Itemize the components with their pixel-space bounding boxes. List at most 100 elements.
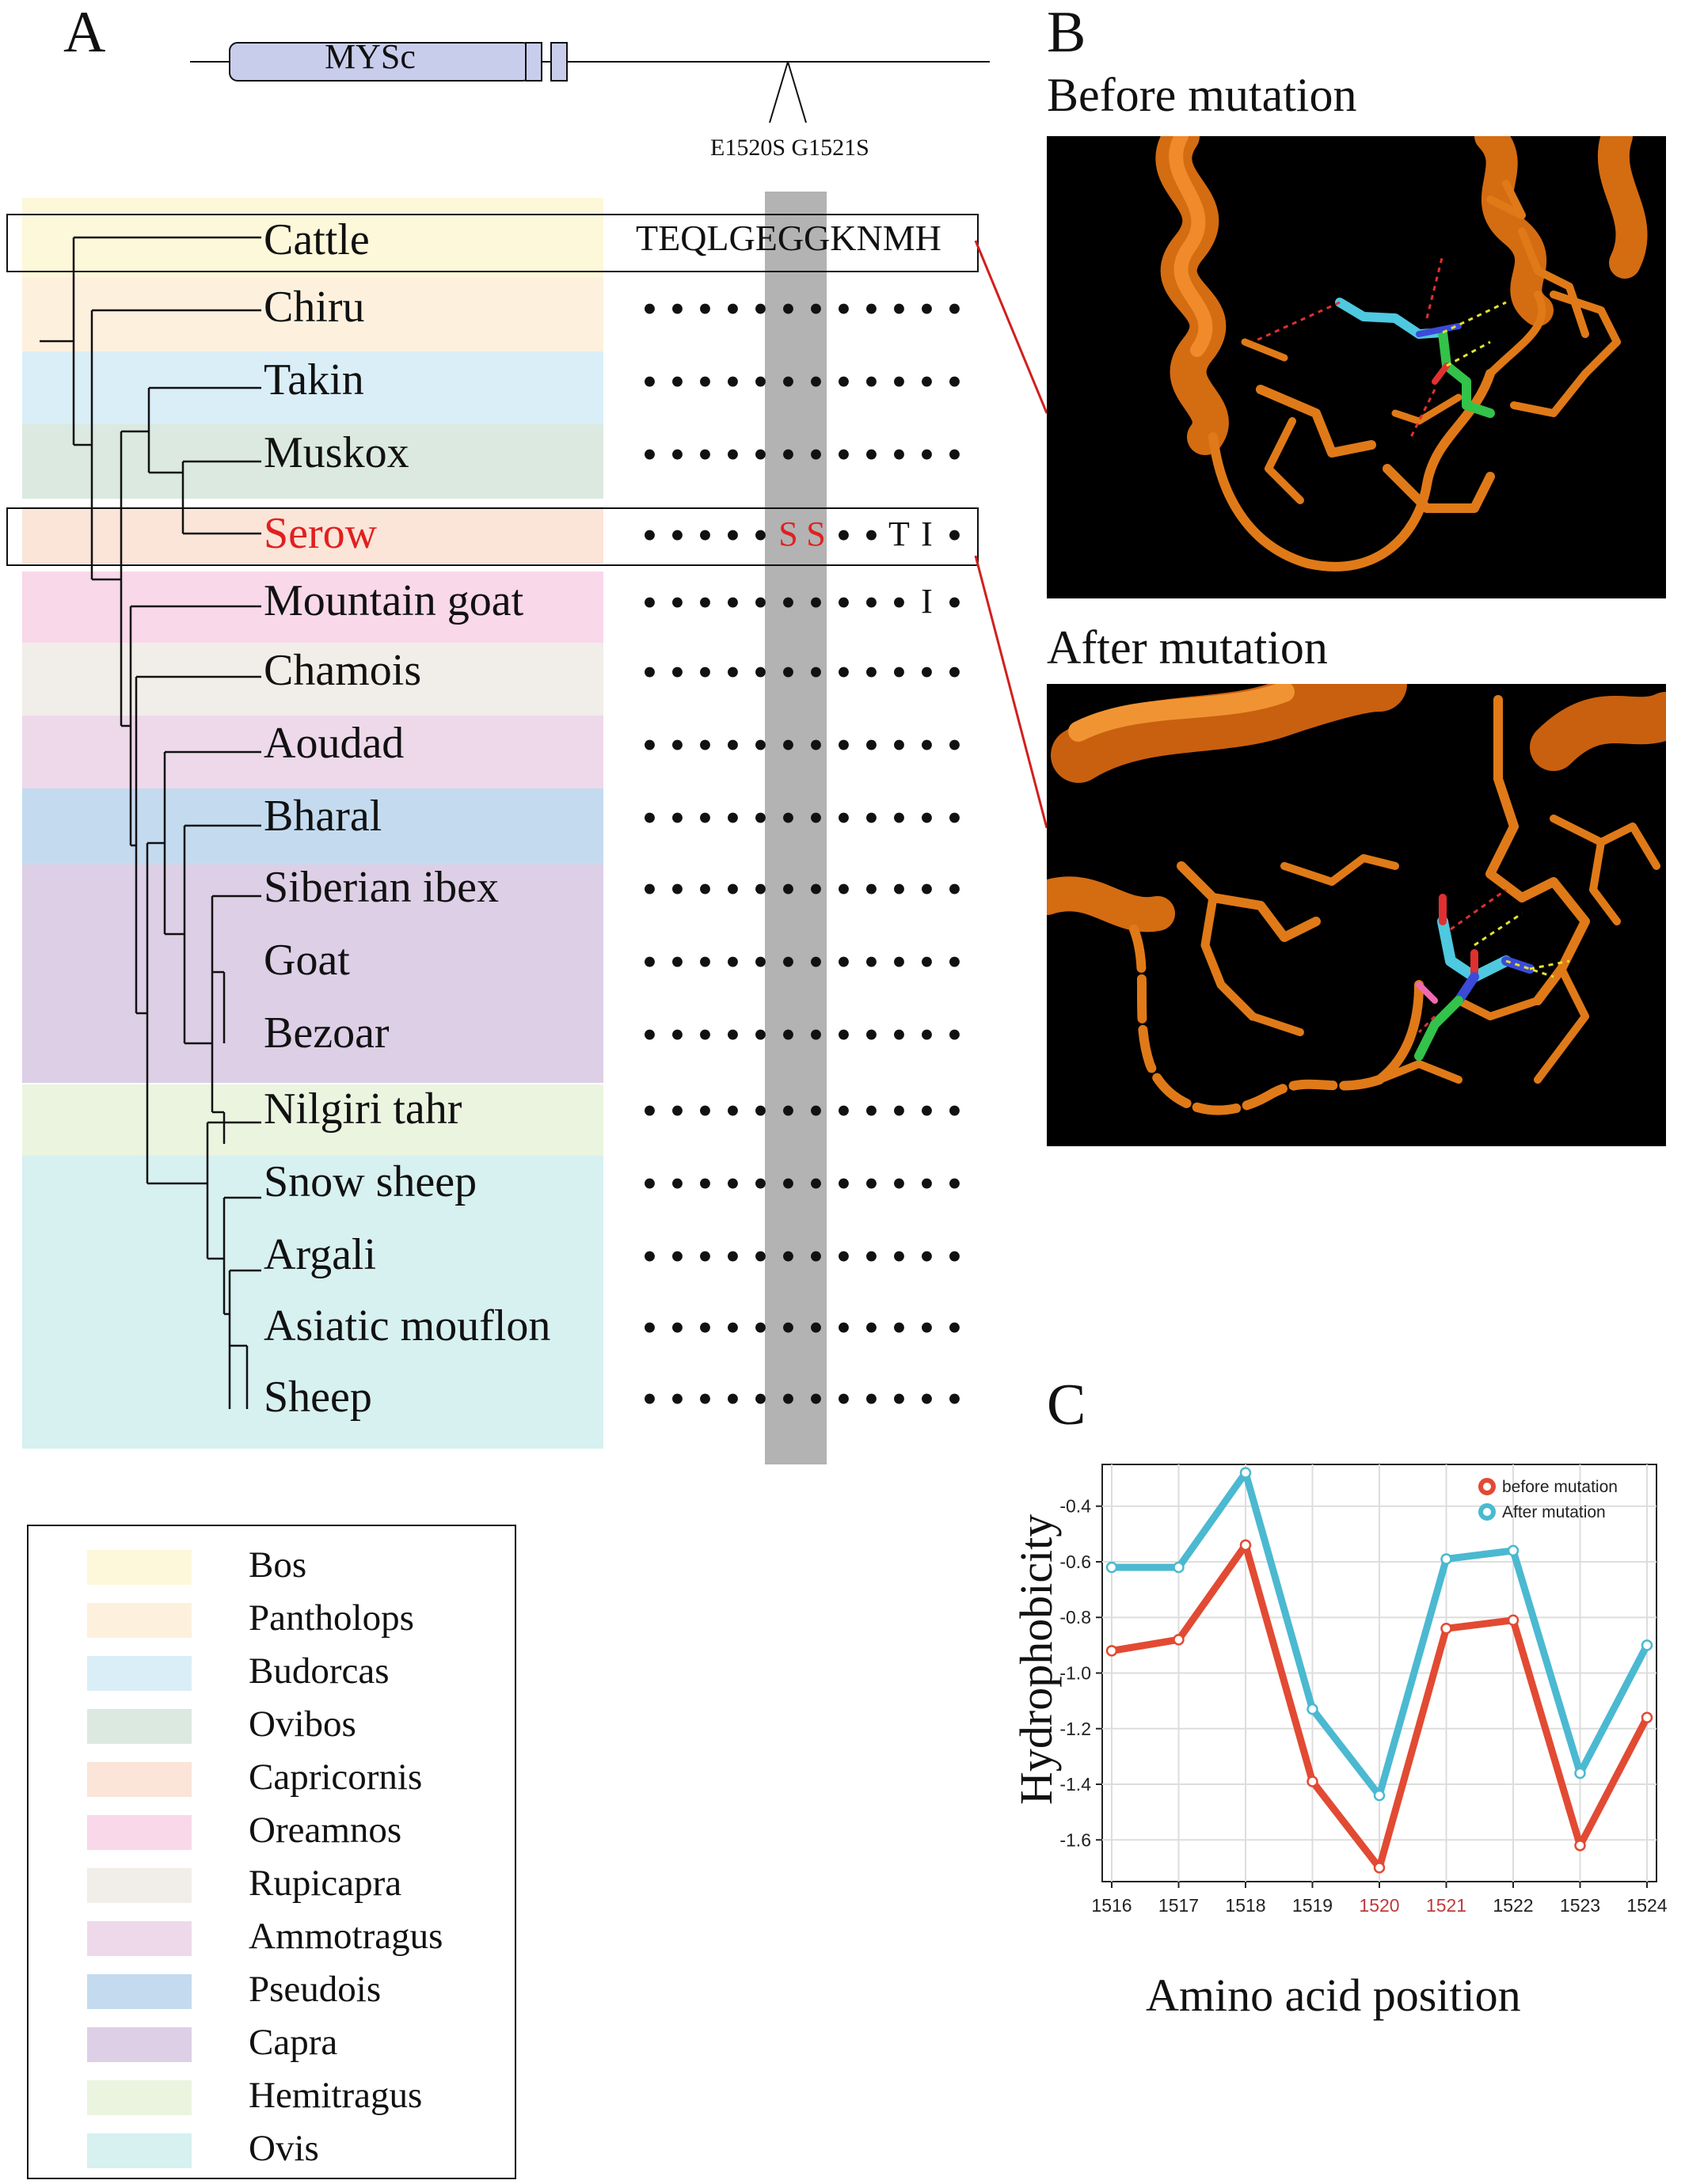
conserved-dot: • <box>670 1375 685 1422</box>
conserved-dot: • <box>725 648 740 696</box>
x-tick-label: 1519 <box>1292 1895 1333 1916</box>
clade-band <box>22 351 603 424</box>
legend-swatch <box>87 1550 192 1585</box>
conserved-dot: • <box>919 285 934 332</box>
conserved-dot: • <box>642 938 657 986</box>
conserved-dot: • <box>698 1304 713 1351</box>
conserved-dot: • <box>781 1011 796 1058</box>
conserved-dot: • <box>670 1233 685 1280</box>
alignment-row: •••••••••••• <box>636 1162 968 1205</box>
alignment-row: •••••••••••• <box>636 868 968 910</box>
y-tick-label: -0.4 <box>1059 1496 1091 1517</box>
conserved-dot: • <box>670 358 685 405</box>
conserved-dot: • <box>781 1375 796 1422</box>
mutation-label: E1520S G1521S <box>710 135 869 161</box>
clade-band <box>22 277 603 351</box>
alignment-row: •••••••••••• <box>636 1013 968 1056</box>
conserved-dot: • <box>947 1375 962 1422</box>
conserved-dot: • <box>642 431 657 478</box>
conserved-dot: • <box>947 938 962 986</box>
legend-swatch <box>87 1815 192 1850</box>
conserved-dot: • <box>725 865 740 913</box>
species-name: Aoudad <box>264 719 405 768</box>
conserved-dot: • <box>836 1087 851 1134</box>
x-tick-label: 1524 <box>1626 1895 1667 1916</box>
conserved-dot: • <box>808 865 823 913</box>
conserved-dot: • <box>642 1087 657 1134</box>
conserved-dot: • <box>836 648 851 696</box>
conserved-dot: • <box>808 648 823 696</box>
alignment-row: •••••••••••• <box>636 360 968 403</box>
conserved-dot: • <box>947 721 962 769</box>
data-point <box>1507 1544 1520 1557</box>
structure-after-image <box>1047 684 1666 1146</box>
conserved-dot: • <box>670 1087 685 1134</box>
conserved-dot: • <box>725 1011 740 1058</box>
conserved-dot: • <box>864 865 879 913</box>
conserved-dot: • <box>725 1160 740 1207</box>
species-name: Goat <box>264 936 350 985</box>
conserved-dot: • <box>698 1375 713 1422</box>
substituted-residue: I <box>921 582 933 621</box>
conserved-dot: • <box>753 721 768 769</box>
conserved-dot: • <box>725 579 740 626</box>
species-name: Bezoar <box>264 1008 390 1058</box>
conserved-dot: • <box>781 794 796 841</box>
x-tick-label: 1520 <box>1359 1895 1399 1916</box>
conserved-dot: • <box>642 285 657 332</box>
connector-lines <box>974 240 1048 829</box>
conserved-dot: • <box>753 1011 768 1058</box>
conserved-dot: • <box>808 285 823 332</box>
substituted-residue: S <box>806 515 826 553</box>
conserved-dot: • <box>836 938 851 986</box>
clade-band <box>22 1084 603 1156</box>
conserved-dot: • <box>642 794 657 841</box>
conserved-dot: • <box>836 579 851 626</box>
conserved-dot: • <box>892 579 907 626</box>
conserved-dot: • <box>781 721 796 769</box>
conserved-dot: • <box>892 1011 907 1058</box>
conserved-dot: • <box>808 938 823 986</box>
alignment-row: •••••••••••• <box>636 724 968 766</box>
conserved-dot: • <box>781 1233 796 1280</box>
conserved-dot: • <box>781 285 796 332</box>
conserved-dot: • <box>642 358 657 405</box>
conserved-dot: • <box>947 1160 962 1207</box>
legend-swatch <box>87 1603 192 1638</box>
data-point <box>1105 1645 1118 1657</box>
legend-swatch <box>87 1762 192 1797</box>
legend-swatch <box>87 1656 192 1691</box>
species-name: Muskox <box>264 428 409 477</box>
x-tick-label: 1521 <box>1426 1895 1466 1916</box>
after-mutation-title: After mutation <box>1047 621 1328 674</box>
conserved-dot: • <box>753 579 768 626</box>
legend-label: Budorcas <box>249 1650 390 1692</box>
conserved-dot: • <box>725 358 740 405</box>
conserved-dot: • <box>725 1233 740 1280</box>
data-point <box>1507 1614 1520 1626</box>
conserved-dot: • <box>698 865 713 913</box>
chart-y-axis-label: Hydrophobicity <box>1010 1514 1062 1805</box>
y-tick-label: -1.0 <box>1059 1663 1091 1684</box>
conserved-dot: • <box>642 1304 657 1351</box>
y-tick-label: -0.8 <box>1059 1607 1091 1628</box>
y-tick-label: -1.6 <box>1059 1829 1091 1850</box>
conserved-dot: • <box>864 1375 879 1422</box>
conserved-dot: • <box>919 1304 934 1351</box>
conserved-dot: • <box>919 938 934 986</box>
alignment-row: •••••••••••• <box>636 433 968 476</box>
mutation-column-highlight <box>765 192 827 1464</box>
conserved-dot: • <box>919 794 934 841</box>
before-mutation-title: Before mutation <box>1047 69 1357 121</box>
clade-band <box>22 788 603 864</box>
species-name: Takin <box>264 355 364 405</box>
substituted-residue: S <box>778 515 798 553</box>
conserved-dot: • <box>919 1160 934 1207</box>
conserved-dot: • <box>836 431 851 478</box>
conserved-dot: • <box>725 721 740 769</box>
y-tick-label: -1.4 <box>1059 1774 1091 1795</box>
conserved-dot: • <box>642 865 657 913</box>
conserved-dot: • <box>808 794 823 841</box>
species-name: Bharal <box>264 792 382 841</box>
